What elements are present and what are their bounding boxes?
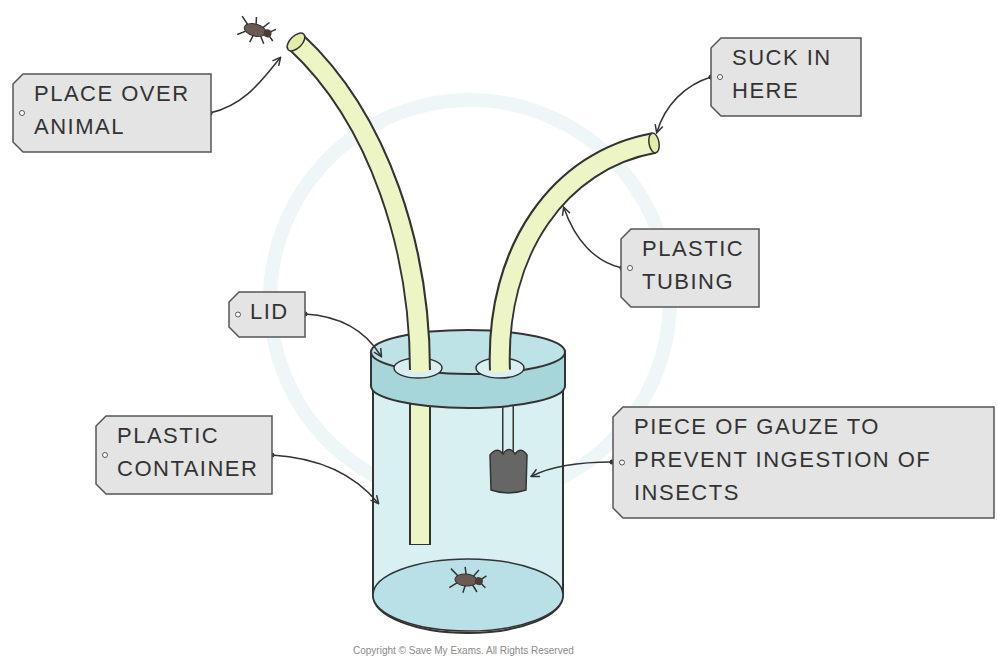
callout-text: PLASTIC TUBING [620,228,760,302]
lid [371,330,565,408]
callout-tag: SUCK IN HERE [710,37,862,117]
callout-tag: PLACE OVER ANIMAL [12,73,212,153]
plastic-container [373,390,563,633]
tube-end [647,132,660,153]
callout-text: PLACE OVER ANIMAL [12,73,212,147]
plastic-tubing [296,42,420,372]
callout-tag: PLASTIC CONTAINER [95,415,273,495]
gauze [490,450,527,494]
callout-text: PLASTIC CONTAINER [95,415,273,489]
copyright-note: Copyright © Save My Exams. All Rights Re… [353,645,574,656]
callout-text: PIECE OF GAUZE TO PREVENT INGESTION OF I… [612,406,995,513]
callout-tag: PIECE OF GAUZE TO PREVENT INGESTION OF I… [612,406,995,519]
insect [236,13,278,47]
tube-end [284,30,308,54]
insect [449,566,487,595]
callout-tag: LID [228,291,306,338]
callout-text: SUCK IN HERE [710,37,862,111]
callout-tag: PLASTIC TUBING [620,228,760,308]
callout-text: LID [228,291,306,332]
